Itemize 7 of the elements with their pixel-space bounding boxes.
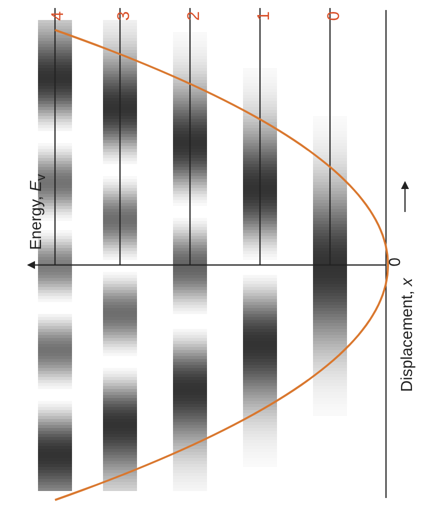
axis-label: Displacement, x bbox=[399, 278, 417, 392]
level-number: 2 bbox=[184, 11, 204, 21]
level-number: 4 bbox=[48, 11, 68, 21]
level-number: 0 bbox=[324, 11, 344, 21]
level-number: 1 bbox=[254, 11, 274, 21]
axis-tick-label: 0 bbox=[387, 258, 405, 266]
level-number: 3 bbox=[114, 11, 134, 21]
